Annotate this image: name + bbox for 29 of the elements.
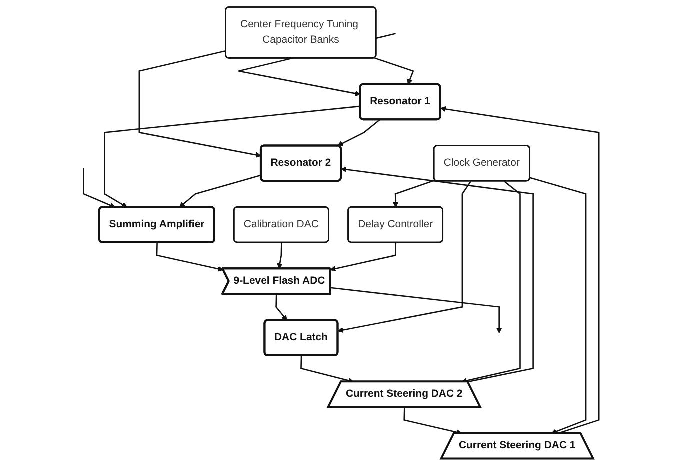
adc-block: 9-Level Flash ADC <box>222 268 332 296</box>
arrow <box>180 174 262 208</box>
process-box: Delay Controller <box>348 206 444 244</box>
arrow <box>462 180 522 384</box>
arrow <box>278 242 284 270</box>
arrow <box>276 294 288 321</box>
arrow <box>330 287 503 334</box>
arrow <box>393 180 436 208</box>
process-box: Summing Amplifier <box>98 206 216 244</box>
process-box: DAC Latch <box>264 319 340 356</box>
process-box: Calibration DAC <box>234 206 330 244</box>
arrow <box>341 166 534 383</box>
arrow <box>440 106 600 434</box>
arrow <box>139 50 262 158</box>
arrow <box>83 168 116 208</box>
process-box: Center Frequency Tuning Capacitor Banks <box>226 6 378 59</box>
dac-block: Current Steering DAC 2 <box>327 380 482 408</box>
arrow <box>404 407 462 436</box>
arrow <box>338 181 472 334</box>
arrow <box>338 119 381 146</box>
arrow <box>374 58 415 85</box>
arrow <box>530 177 588 434</box>
process-box: Resonator 2 <box>260 144 342 182</box>
process-box: Clock Generator <box>434 145 531 182</box>
arrow <box>156 242 224 272</box>
arrow <box>330 242 397 272</box>
process-box: Resonator 1 <box>360 83 442 121</box>
dac-block: Current Steering DAC 1 <box>440 432 596 460</box>
arrow <box>104 106 361 208</box>
